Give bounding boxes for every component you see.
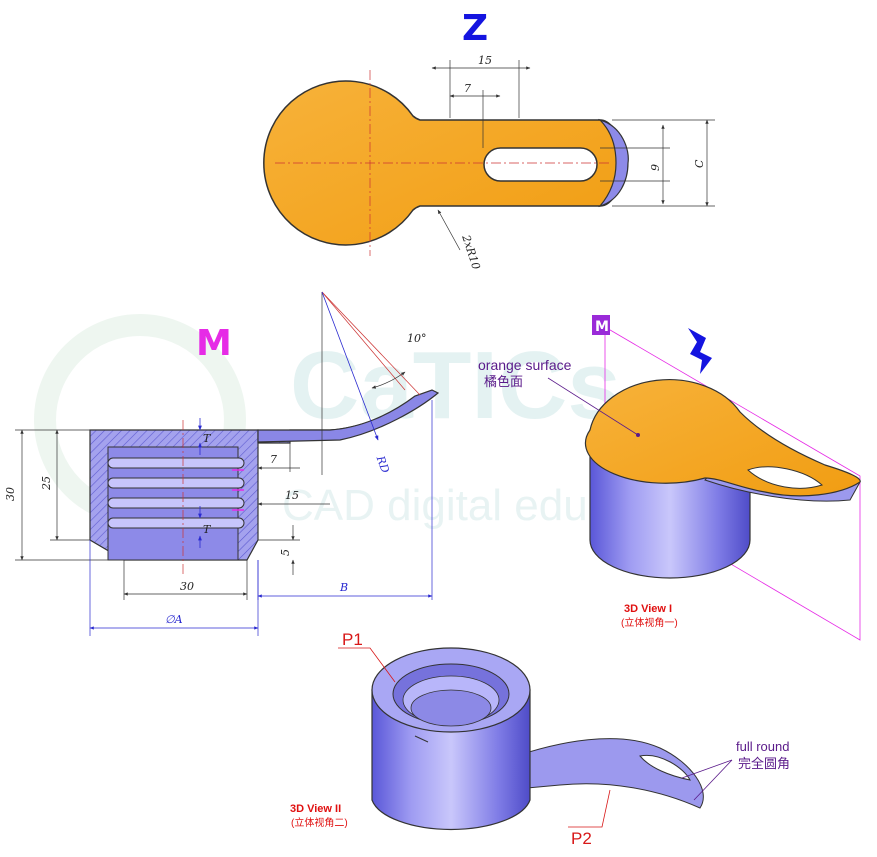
note-orange-surface-cn: 橘色面	[484, 374, 523, 389]
caption-3d-view-1-cn: (立体视角一)	[621, 616, 678, 629]
orange-surface	[584, 379, 861, 497]
marker-z-icon	[688, 328, 712, 374]
dim-top-9: 9	[649, 164, 662, 171]
label-p2: P2	[571, 829, 592, 848]
dim-top-7: 7	[464, 82, 471, 95]
note-full-round-cn: 完全圆角	[738, 756, 790, 771]
label-p1: P1	[342, 630, 363, 649]
section-arm	[257, 389, 440, 443]
top-view-arm-end	[597, 118, 629, 208]
iso-view-2: P1 P2 full round 完全圆角 3D View II (立体视角二)	[290, 630, 790, 848]
top-view: 15 7 9 C 2xR10	[263, 54, 715, 271]
section-threads	[107, 457, 245, 529]
top-view-slot	[483, 147, 598, 182]
caption-3d-view-2-cn: (立体视角二)	[291, 816, 348, 829]
dim-front-30h: 30	[4, 487, 17, 501]
dim-front-7: 7	[270, 453, 277, 466]
dim-front-rd: RD	[373, 453, 391, 475]
view-label-m: M	[196, 323, 232, 364]
dim-top-c: C	[693, 159, 706, 168]
front-section-view: T T 30 25 7 15 5 30 B	[4, 291, 440, 636]
dim-top-15: 15	[478, 54, 492, 67]
iso-marker-m: M	[595, 319, 609, 335]
note-full-round: full round	[736, 739, 789, 754]
iso-view-1: M orange surface 橘色面 3D View I (立体视角一)	[478, 315, 861, 641]
dim-front-25: 25	[40, 476, 53, 491]
caption-3d-view-1: 3D View I	[624, 603, 672, 615]
dim-front-angle: 10°	[407, 332, 427, 345]
dim-top-r10: 2xR10	[459, 232, 483, 271]
dim-front-t1: T	[203, 432, 212, 445]
watermark-main: CaTICs	[290, 332, 621, 439]
dim-front-t2: T	[203, 523, 212, 536]
note-orange-surface: orange surface	[478, 357, 572, 373]
marker-m-icon	[592, 315, 610, 335]
dim-front-30w: 30	[180, 580, 194, 593]
dim-front-a: ∅A	[165, 613, 183, 626]
view-label-z: Z	[462, 8, 488, 49]
dim-front-15: 15	[285, 489, 299, 502]
dim-front-5: 5	[279, 549, 292, 556]
caption-3d-view-2: 3D View II	[290, 803, 341, 815]
dim-front-b: B	[339, 581, 348, 594]
